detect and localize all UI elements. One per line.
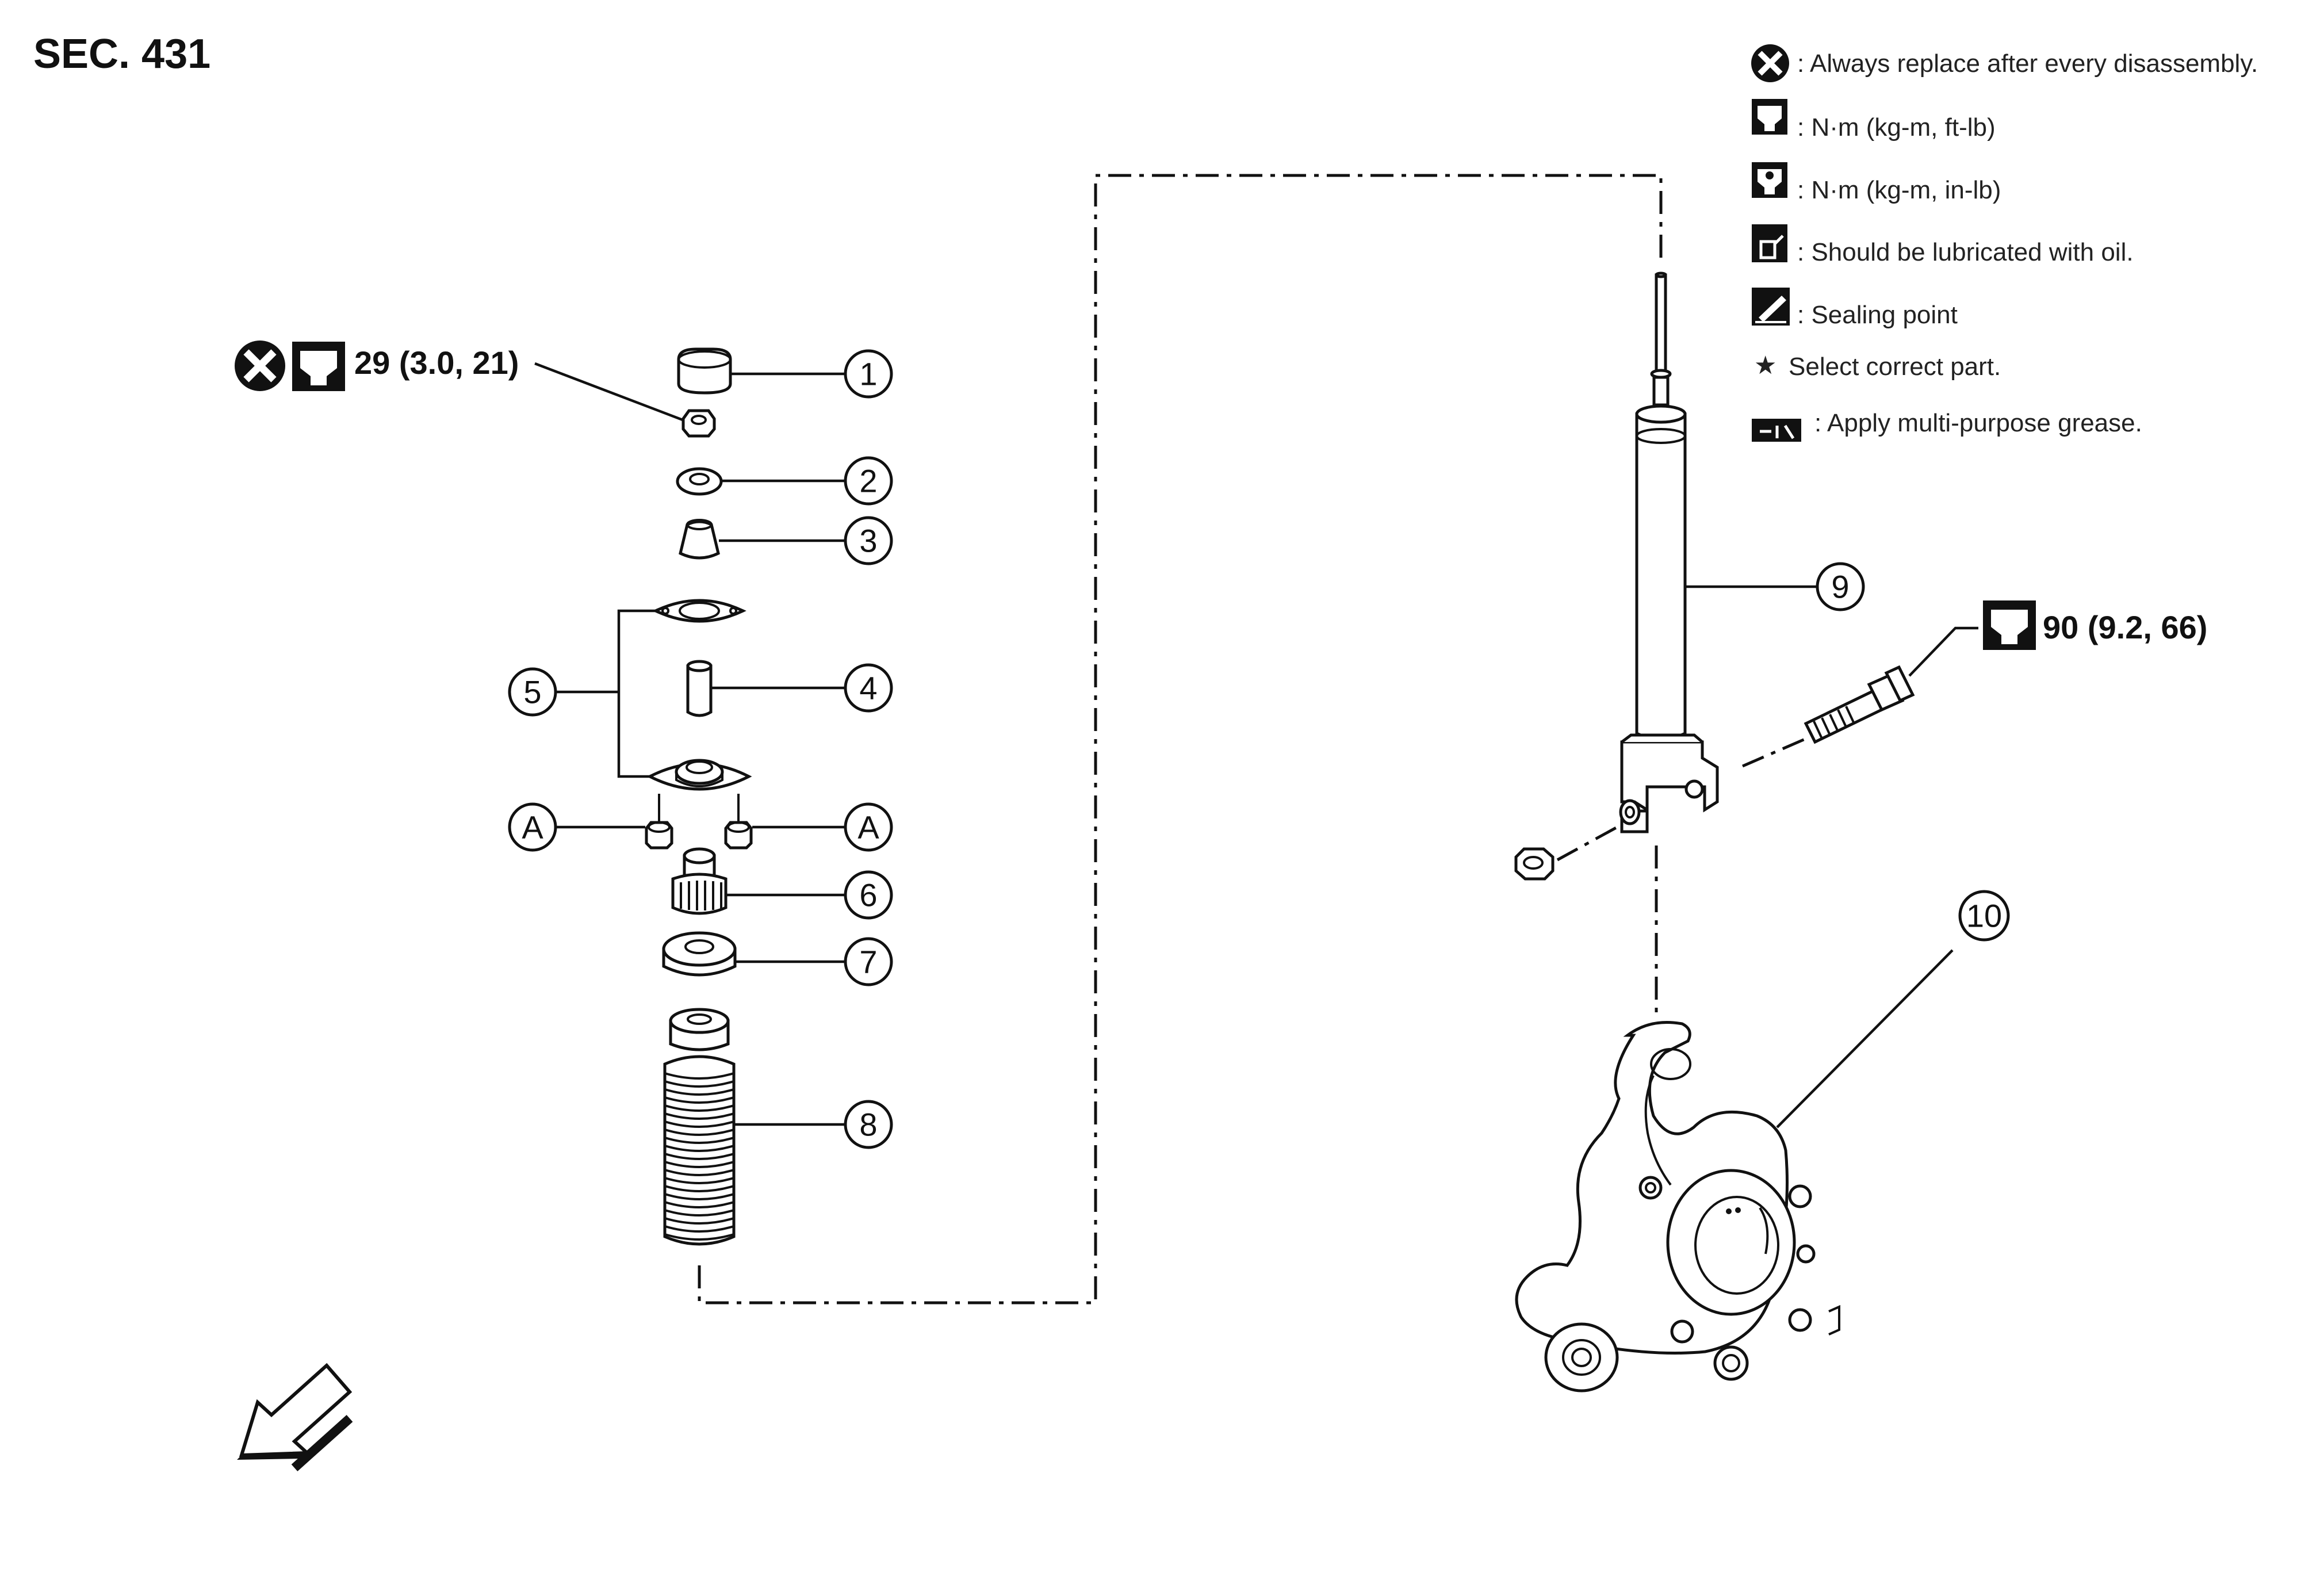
oil-can-icon — [1752, 224, 1787, 262]
callout-3: 3 — [844, 516, 893, 565]
torque-wrench-icon — [1752, 99, 1787, 135]
part-4-sleeve — [686, 660, 713, 717]
svg-text:A: A — [857, 809, 879, 846]
torque-wrench-inlb-icon — [1752, 162, 1787, 198]
part-8-dust-boot — [663, 1008, 736, 1246]
part-9-shock-absorber — [1619, 271, 1719, 833]
part-5-mount — [646, 759, 752, 791]
section-label: SEC. 431 — [33, 31, 210, 77]
leader-10 — [1776, 949, 1954, 1128]
front-direction-arrow-icon — [237, 1363, 353, 1471]
callout-a-left: A — [508, 802, 557, 852]
nut-a-left — [645, 794, 673, 850]
callout-7: 7 — [844, 937, 893, 986]
svg-text:10: 10 — [1966, 898, 2002, 934]
svg-text:9: 9 — [1831, 569, 1849, 605]
legend: : Always replace after every disassembly… — [1751, 44, 2258, 442]
legend-text-oil: : Should be lubricated with oil. — [1797, 238, 2134, 266]
legend-text-select: Select correct part. — [1789, 353, 2001, 381]
top-nut — [681, 409, 716, 438]
callout-6: 6 — [844, 870, 893, 920]
part-2-washer — [676, 467, 723, 496]
legend-text-torque-ftlb: : N·m (kg-m, ft-lb) — [1797, 113, 1996, 141]
replace-x-icon — [235, 341, 285, 391]
lower-bolt — [1804, 665, 1915, 744]
lower-nut — [1514, 847, 1555, 881]
lower-bolt-torque-spec: 90 (9.2, 66) — [1983, 600, 2207, 650]
svg-text:2: 2 — [859, 463, 877, 499]
svg-text:6: 6 — [859, 877, 877, 913]
leader-bolt-torque — [1908, 626, 1978, 677]
bracket-5 — [617, 609, 656, 778]
callout-8: 8 — [844, 1100, 893, 1149]
svg-text:1: 1 — [859, 356, 877, 392]
part-3-bushing — [679, 519, 720, 560]
torque-wrench-icon — [1983, 600, 2036, 650]
part-5-gasket — [652, 599, 746, 623]
dust-boot-ribs — [664, 1072, 734, 1241]
assembly-line-upper — [698, 174, 1663, 1304]
legend-text-replace: : Always replace after every disassembly… — [1797, 49, 2258, 78]
top-nut-torque-spec: 29 (3.0, 21) — [235, 341, 691, 424]
svg-text:4: 4 — [859, 670, 877, 706]
callout-1: 1 — [844, 349, 893, 399]
callout-9: 9 — [1816, 562, 1865, 611]
sealing-icon — [1752, 288, 1790, 326]
legend-text-sealing: : Sealing point — [1797, 301, 1958, 329]
leader-top-nut — [534, 362, 691, 424]
callout-4: 4 — [844, 663, 893, 713]
callout-a-right: A — [844, 802, 893, 852]
part-7-seat — [662, 931, 737, 977]
callout-2: 2 — [844, 456, 893, 506]
callout-10: 10 — [1958, 890, 2010, 942]
svg-text:7: 7 — [859, 944, 877, 980]
replace-x-icon — [1751, 44, 1789, 82]
torque-value-lower: 90 (9.2, 66) — [2043, 609, 2207, 645]
svg-text:5: 5 — [523, 674, 541, 710]
part-1-cap — [677, 347, 732, 395]
star-icon: ★ — [1754, 351, 1776, 380]
svg-text:8: 8 — [859, 1107, 877, 1143]
nut-axis-line — [1556, 825, 1618, 862]
torque-wrench-icon — [292, 342, 345, 391]
legend-text-grease: : Apply multi-purpose grease. — [1814, 409, 2142, 437]
svg-text:A: A — [522, 809, 543, 846]
part-6-bump-stop — [671, 847, 728, 915]
grease-icon — [1752, 419, 1801, 442]
nut-a-right — [724, 794, 753, 850]
legend-text-torque-inlb: : N·m (kg-m, in-lb) — [1797, 176, 2001, 204]
part-10-knuckle — [1515, 1021, 1840, 1392]
svg-text:3: 3 — [859, 523, 877, 559]
callout-5: 5 — [508, 667, 557, 717]
bolt-axis-line — [1742, 734, 1812, 768]
torque-value-top: 29 (3.0, 21) — [354, 345, 519, 381]
